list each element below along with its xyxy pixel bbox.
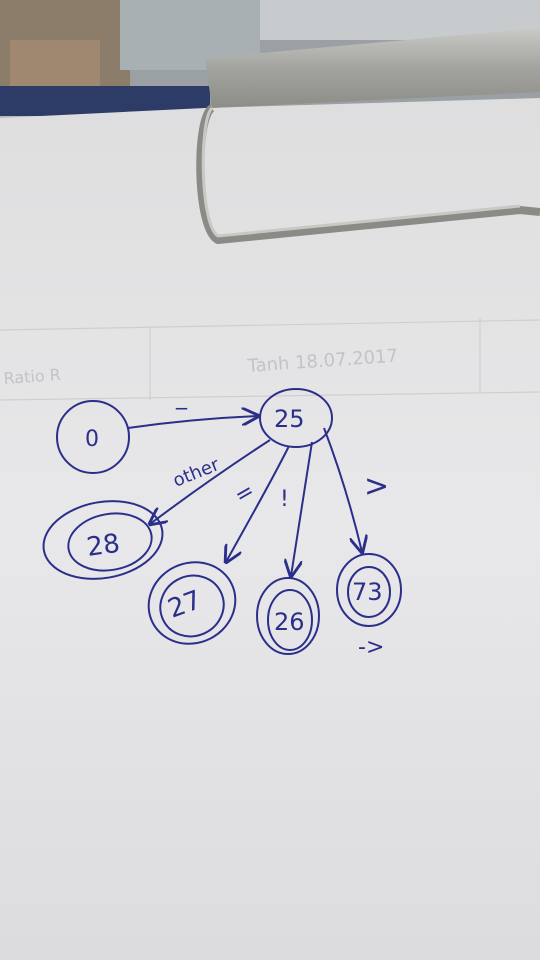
state-73-outer (336, 553, 402, 627)
background-fabric (0, 0, 540, 116)
state-26-inner (267, 589, 313, 651)
edge-25-to-26 (291, 441, 313, 576)
state-73-label: 73 (352, 578, 383, 606)
edge-label-underscore: _ (175, 385, 188, 410)
edge-label-greater: > (364, 469, 389, 504)
faint-partial-text: Ratio R (3, 365, 61, 388)
paper-sheet (0, 98, 540, 960)
edge-0-to-25 (127, 416, 258, 429)
state-26-label: 26 (274, 608, 305, 636)
faint-printed-table (0, 318, 540, 401)
state-28-inner (67, 512, 153, 572)
note-arrow-text: -> (358, 635, 384, 660)
state-0-circle (56, 400, 130, 474)
edge-25-to-27 (226, 445, 290, 562)
state-0-label: 0 (85, 427, 99, 452)
state-27-inner (159, 574, 225, 638)
edge-label-exclamation: ! (280, 487, 289, 512)
edge-25-to-28 (150, 439, 271, 524)
state-28-outer (42, 500, 164, 580)
state-28-label: 28 (85, 529, 122, 563)
state-diagram (42, 388, 402, 655)
state-25-label: 25 (274, 405, 305, 433)
state-73-inner (347, 566, 391, 618)
state-27-outer (147, 561, 237, 645)
metal-clip (196, 28, 540, 245)
edge-25-to-73 (323, 427, 362, 552)
